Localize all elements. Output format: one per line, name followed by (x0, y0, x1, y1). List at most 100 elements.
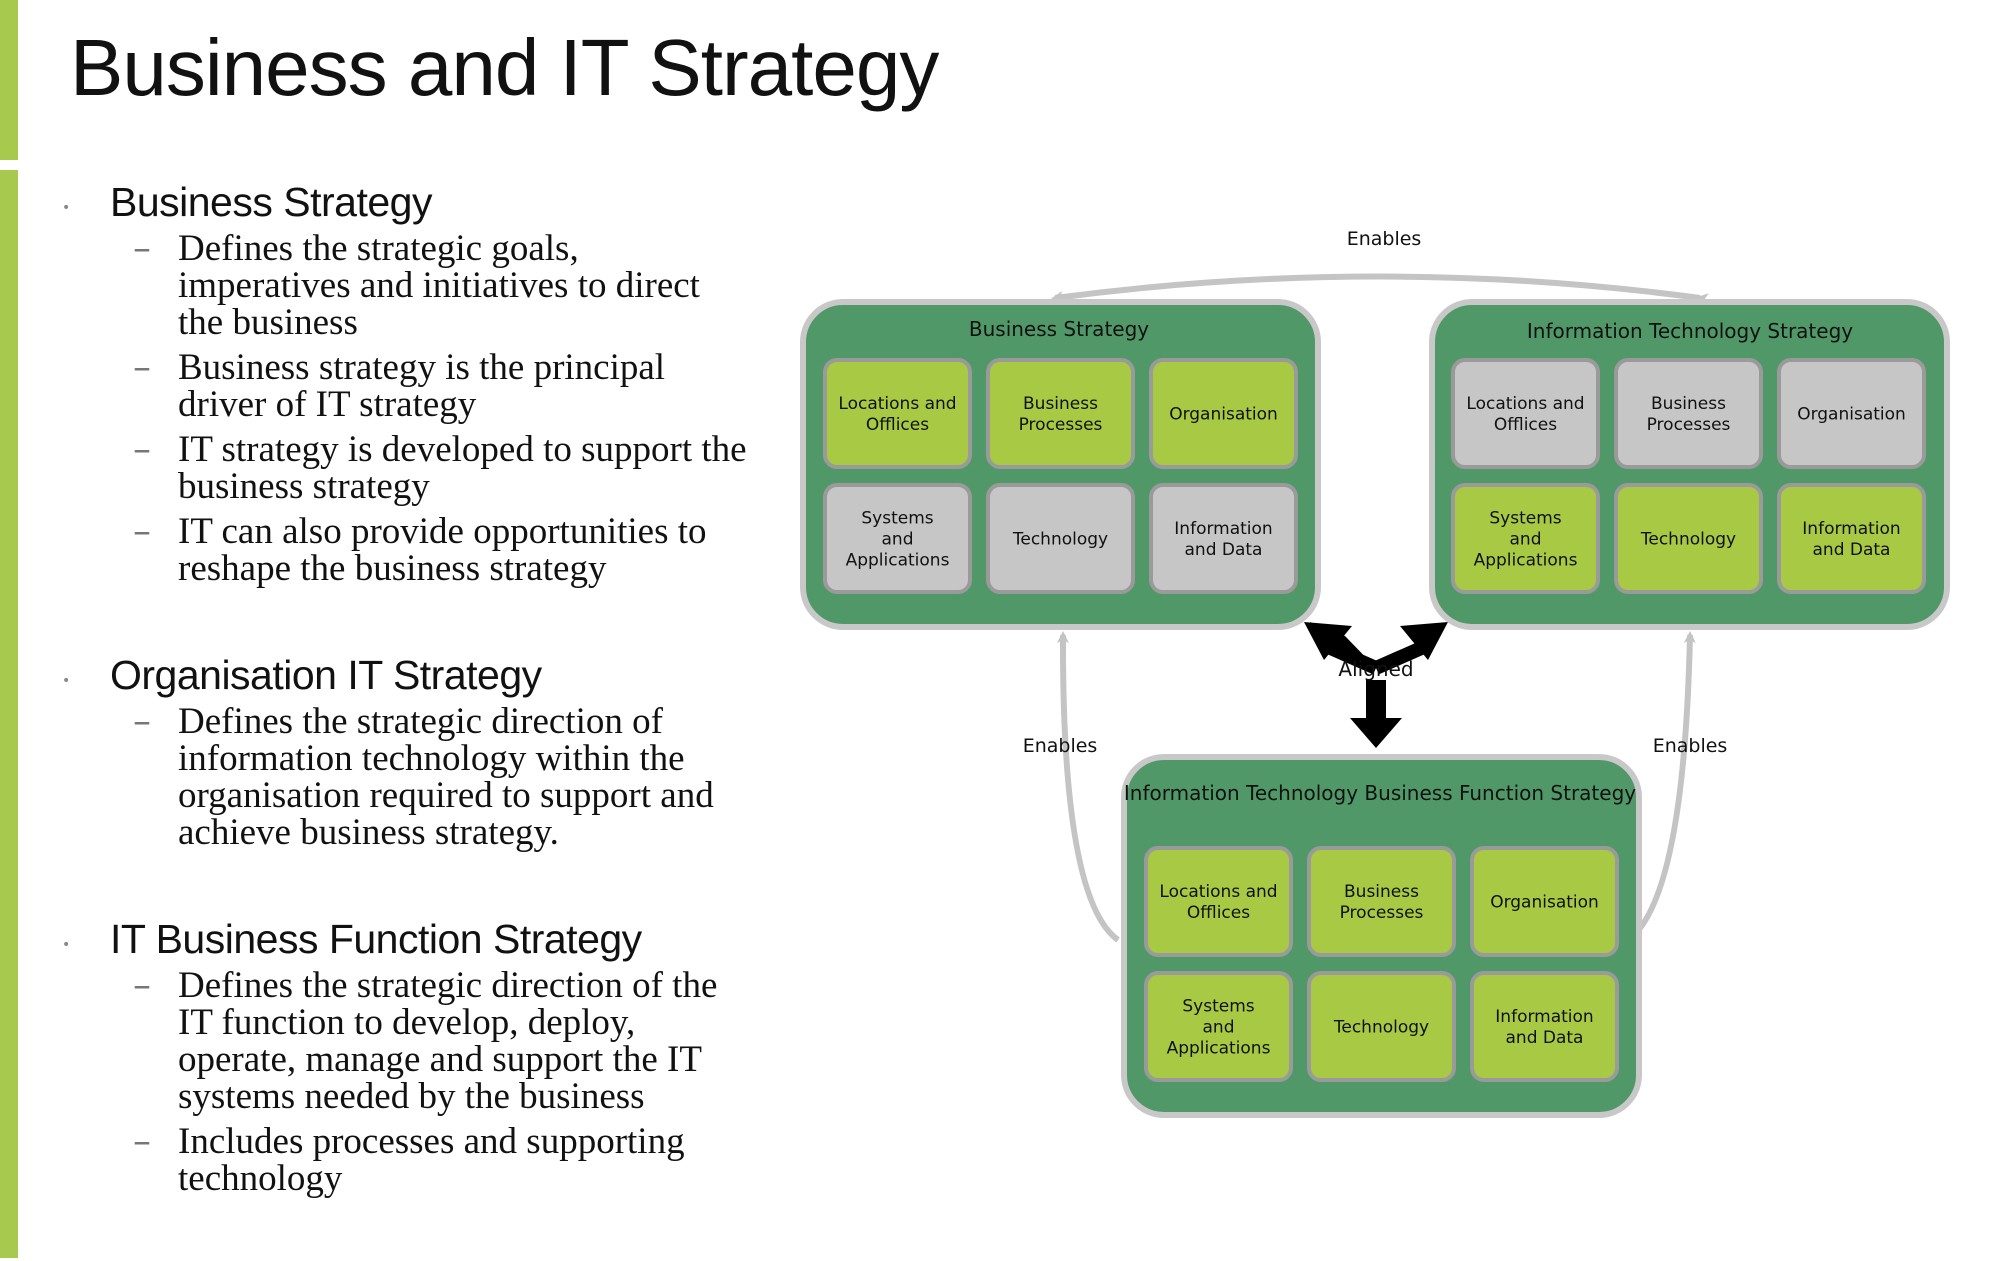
panel-title: Business Strategy (969, 317, 1149, 341)
diagram-cell: Technology (1614, 483, 1763, 594)
cell-box (1451, 483, 1600, 594)
enables-label-right: Enables (1653, 735, 1728, 757)
dash-icon: – (133, 228, 151, 269)
sub-list: – Defines the strategic direction of inf… (58, 703, 798, 851)
text-line: driver of IT strategy (178, 384, 477, 425)
text-line: Business strategy is the principal (178, 347, 666, 388)
section-business-strategy: • Business Strategy – Defines the strate… (58, 178, 798, 587)
text-line: information technology within the (178, 738, 685, 779)
aligned-shaft-down (1366, 680, 1386, 720)
sub-list: – Defines the strategic goals, imperativ… (58, 230, 798, 587)
cell-box (1307, 971, 1456, 1082)
aligned-shaft-right (1373, 639, 1429, 675)
aligned-label: Aligned (1338, 657, 1413, 681)
sub-item-text: Defines the strategic goals, imperatives… (178, 230, 818, 341)
panel-it-business-function-strategy: Information Technology Business Function… (1121, 754, 1642, 1118)
cell-label: Applications (1474, 551, 1578, 571)
dash-icon: – (133, 347, 151, 388)
cell-box (823, 483, 972, 594)
text-line: organisation required to support and (178, 775, 714, 816)
page-title: Business and IT Strategy (70, 23, 939, 112)
dash-icon: – (133, 511, 151, 552)
enables-label-left: Enables (1023, 735, 1098, 757)
text-line: technology (178, 1158, 343, 1199)
bullet-dot-icon: • (62, 200, 71, 216)
section-heading: IT Business Function Strategy (110, 916, 642, 962)
text-line: systems needed by the business (178, 1076, 645, 1117)
text-line: reshape the business strategy (178, 548, 607, 589)
dash-icon: – (133, 429, 151, 470)
text-line: Defines the strategic direction of the (178, 965, 718, 1006)
diagram-cell: Organisation (1149, 358, 1298, 469)
sub-item-text: Includes processes and supporting techno… (178, 1123, 818, 1197)
aligned-arrows (1304, 622, 1448, 748)
bullet-dot-icon: • (62, 673, 71, 689)
bullet-list: • Business Strategy – Defines the strate… (58, 178, 798, 1261)
cell-box (823, 358, 972, 469)
cell-label: Information (1495, 1007, 1593, 1027)
sub-item-text: Defines the strategic direction of infor… (178, 703, 818, 851)
panel-it-strategy: Information Technology Strategy Location… (1429, 299, 1950, 630)
panel-cells: Locations andOfflicesBusinessProcessesOr… (1144, 846, 1619, 1082)
cell-label: and (1510, 530, 1542, 550)
cell-label: and Data (1506, 1028, 1584, 1048)
cell-label: Applications (846, 551, 950, 571)
section-heading-row: • Business Strategy (58, 178, 798, 226)
cell-label: Systems (861, 509, 933, 529)
cell-label: Systems (1182, 997, 1254, 1017)
cell-label: Processes (1019, 415, 1103, 435)
cell-label: Applications (1167, 1039, 1271, 1059)
cell-label: Systems (1489, 509, 1561, 529)
sub-item: – IT can also provide opportunities to r… (58, 513, 798, 587)
aligned-head-down (1350, 718, 1402, 748)
cell-label: Locations and (838, 394, 956, 414)
cell-label: Business (1344, 882, 1419, 902)
sub-item-text: Business strategy is the principal drive… (178, 349, 818, 423)
cell-box (1614, 483, 1763, 594)
cell-box (1470, 846, 1619, 957)
section-organisation-it-strategy: • Organisation IT Strategy – Defines the… (58, 651, 798, 851)
sub-item: – Defines the strategic direction of inf… (58, 703, 798, 851)
cell-label: and (882, 530, 914, 550)
text-line: Defines the strategic direction of (178, 701, 663, 742)
cell-label: Offlices (866, 415, 929, 435)
cell-label: Locations and (1466, 394, 1584, 414)
panel-title: Information Technology Strategy (1527, 319, 1853, 343)
panel-title: Information Technology Business Function… (1124, 781, 1636, 805)
cell-box (1777, 358, 1926, 469)
sub-item-text: IT strategy is developed to support the … (178, 431, 818, 505)
sub-item: – Business strategy is the principal dri… (58, 349, 798, 423)
cell-label: Technology (1333, 1018, 1429, 1038)
panel-cells: Locations andOfflicesBusinessProcessesOr… (1451, 358, 1926, 594)
dash-icon: – (133, 1121, 151, 1162)
bullet-dot-icon: • (62, 937, 71, 953)
enables-label-top: Enables (1347, 228, 1422, 250)
accent-bar-left (0, 170, 18, 1258)
diagram-cell: Organisation (1777, 358, 1926, 469)
text-line: Includes processes and supporting (178, 1121, 685, 1162)
cell-box (1149, 358, 1298, 469)
cell-label: Business (1023, 394, 1098, 414)
aligned-shaft-left (1323, 639, 1379, 675)
cell-label: Information (1174, 519, 1272, 539)
accent-bar-top (0, 0, 18, 160)
cell-box (1144, 971, 1293, 1082)
text-line: IT can also provide opportunities to (178, 511, 707, 552)
text-line: IT strategy is developed to support the (178, 429, 747, 470)
sub-list: – Defines the strategic direction of the… (58, 967, 798, 1197)
cell-label: Organisation (1797, 405, 1906, 425)
diagram-cell: Technology (986, 483, 1135, 594)
section-heading-row: • IT Business Function Strategy (58, 915, 798, 963)
cell-box (1307, 846, 1456, 957)
cell-box (1144, 846, 1293, 957)
